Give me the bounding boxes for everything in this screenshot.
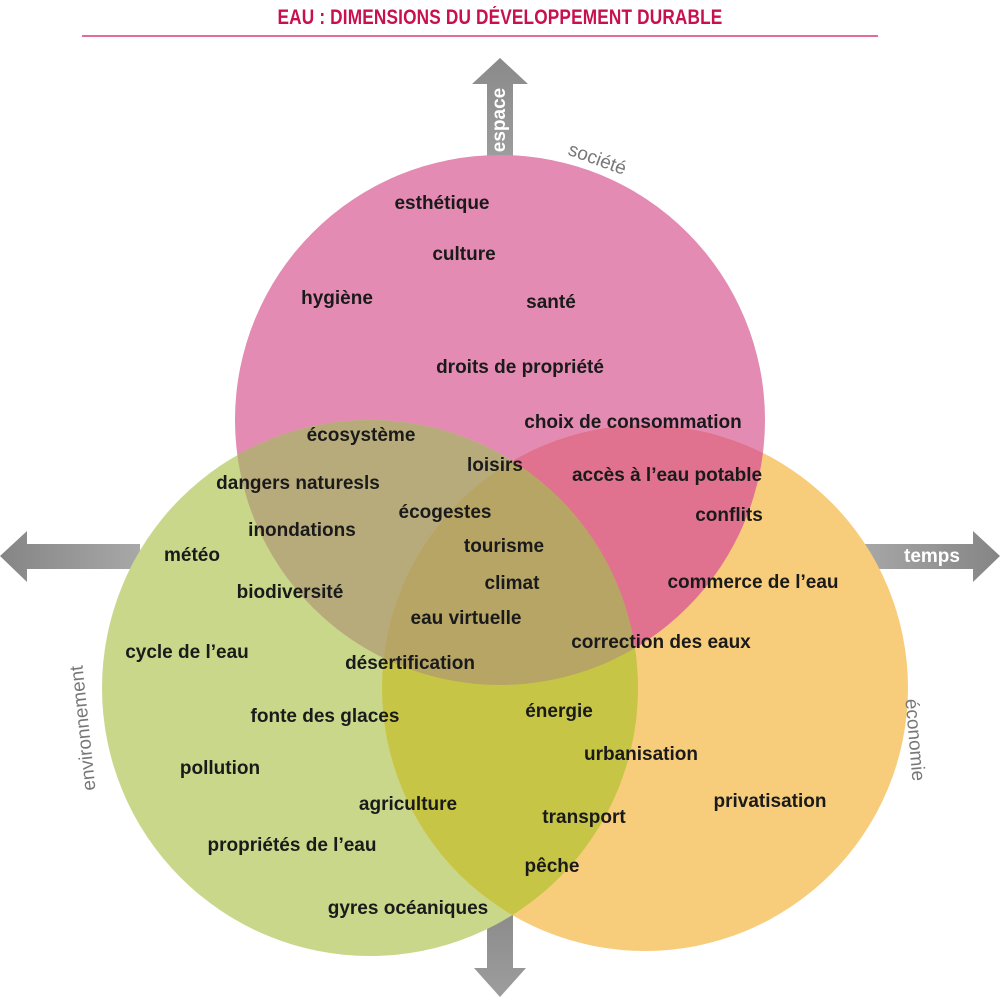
term-label: eau virtuelle <box>411 608 522 629</box>
term-label: pêche <box>525 856 580 877</box>
term-label: culture <box>432 244 495 265</box>
axis-label-temps: temps <box>904 546 960 567</box>
term-label: désertification <box>345 653 475 674</box>
axis-label-espace: espace <box>489 88 510 152</box>
term-label: cycle de l’eau <box>125 642 249 663</box>
arrow-up-espace <box>472 58 528 160</box>
term-label: esthétique <box>394 193 489 214</box>
term-label: privatisation <box>714 791 827 812</box>
term-label: tourisme <box>464 536 544 557</box>
term-label: écogestes <box>399 502 492 523</box>
term-label: gyres océaniques <box>328 898 489 919</box>
term-label: correction des eaux <box>571 632 751 653</box>
term-label: météo <box>164 545 220 566</box>
overlap-all <box>382 425 638 685</box>
term-label: écosystème <box>307 425 416 446</box>
term-label: dangers naturesls <box>216 473 380 494</box>
term-label: santé <box>526 292 576 313</box>
term-label: accès à l’eau potable <box>572 465 762 486</box>
term-label: hygiène <box>301 288 373 309</box>
term-label: propriétés de l’eau <box>208 835 377 856</box>
term-label: droits de propriété <box>436 357 604 378</box>
term-label: choix de consommation <box>524 412 741 433</box>
term-label: biodiversité <box>237 582 344 603</box>
arrow-left <box>0 531 140 582</box>
term-label: énergie <box>525 701 593 722</box>
term-label: agriculture <box>359 794 457 815</box>
title-underline <box>82 35 878 37</box>
arrow-right-temps <box>860 531 1000 582</box>
term-label: inondations <box>248 520 356 541</box>
term-label: commerce de l’eau <box>667 572 838 593</box>
term-label: pollution <box>180 758 260 779</box>
term-label: conflits <box>695 505 763 526</box>
term-label: loisirs <box>467 455 523 476</box>
dimension-label-economy: économie <box>900 698 928 782</box>
term-label: transport <box>542 807 626 828</box>
diagram-title: EAU : DIMENSIONS DU DÉVELOPPEMENT DURABL… <box>277 6 723 29</box>
term-label: climat <box>485 573 541 594</box>
dimension-label-environment: environnement <box>66 664 100 792</box>
term-label: fonte des glaces <box>251 706 400 727</box>
term-label: urbanisation <box>584 744 698 765</box>
